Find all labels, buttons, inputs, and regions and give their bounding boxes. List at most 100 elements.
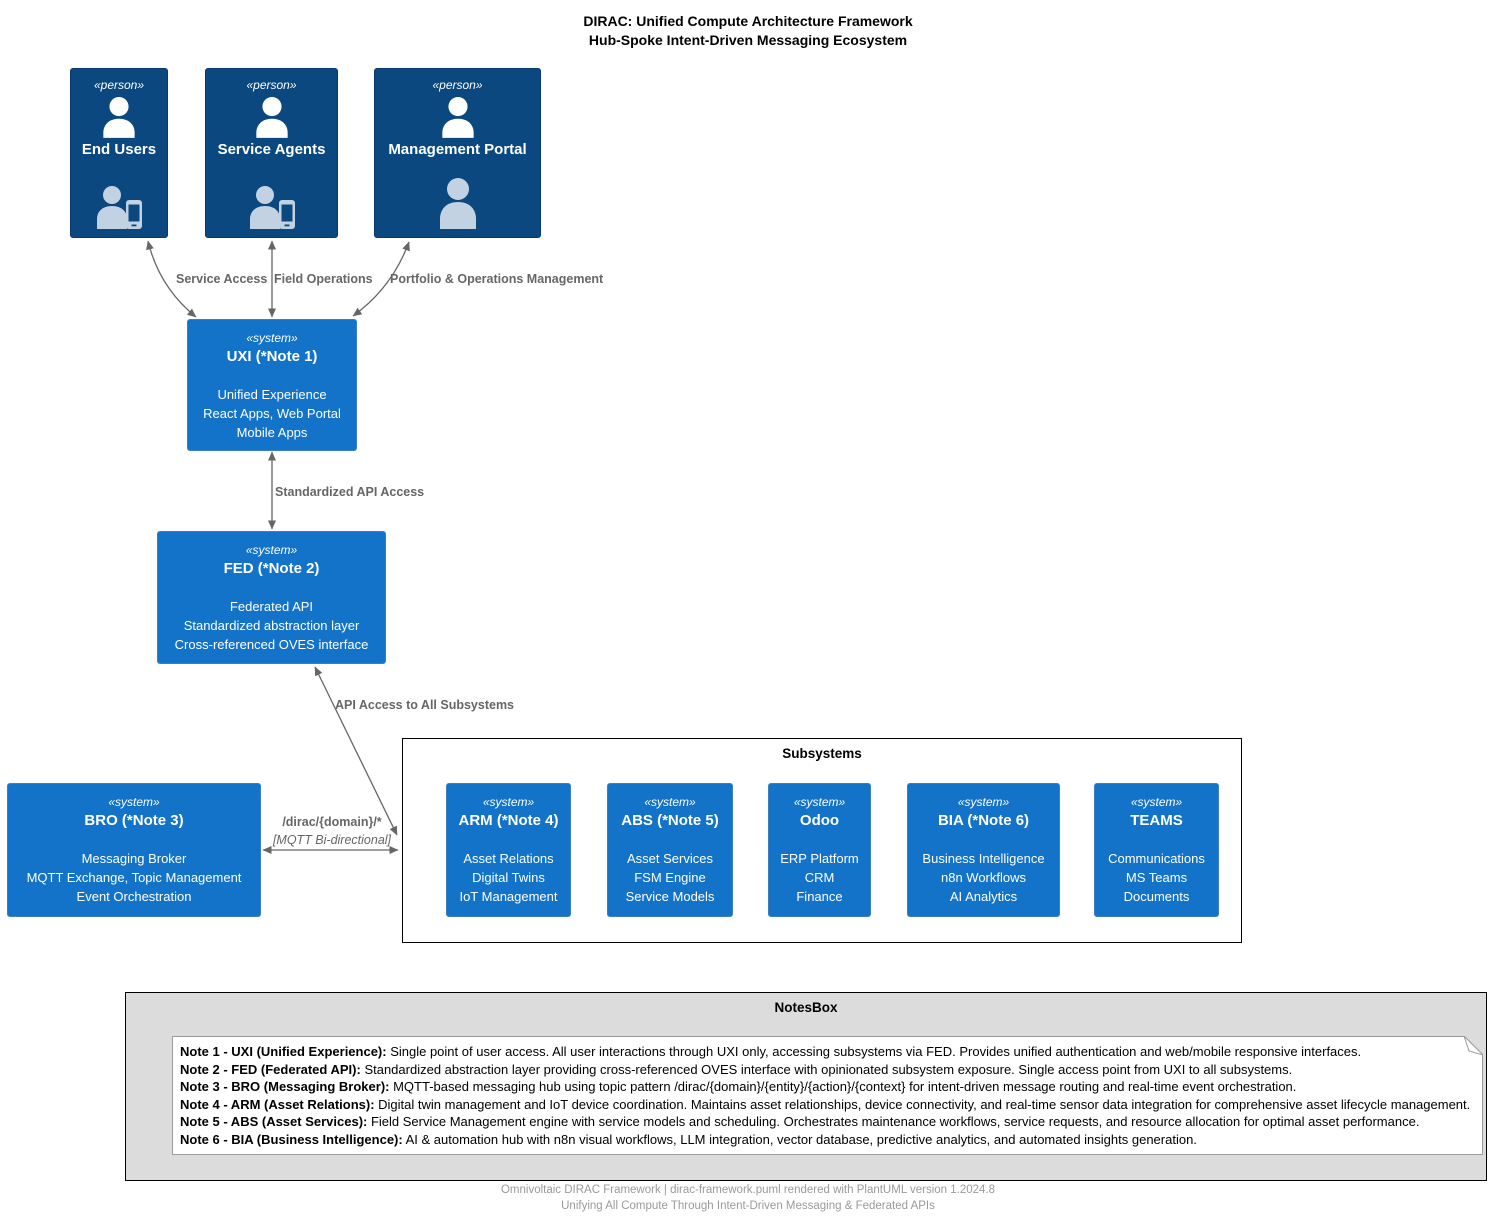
system-bia: «system» BIA (*Note 6) Business Intellig… [907, 783, 1060, 917]
stereotype-label: «system» [482, 795, 535, 809]
desc-line: Mobile Apps [236, 425, 308, 440]
edge-label-api-access-all: API Access to All Subsystems [335, 698, 515, 712]
footer-line2: Unifying All Compute Through Intent-Driv… [561, 1200, 935, 1212]
system-bro: «system» BRO (*Note 3) Messaging Broker … [7, 783, 261, 917]
notesbox-title: NotesBox [774, 1000, 838, 1015]
desc-line: Federated API [229, 599, 314, 614]
person-name: End Users [81, 141, 157, 158]
person-icon [441, 97, 474, 138]
person-icon [103, 97, 135, 138]
edge-label-mqtt-topic: /dirac/{domain}/* [282, 815, 382, 829]
system-uxi: «system» UXI (*Note 1) Unified Experienc… [187, 319, 357, 451]
note-label: Note 1 - UXI (Unified Experience): [180, 1044, 387, 1059]
stereotype-label: «system» [644, 795, 696, 809]
desc-line: Documents [1123, 889, 1190, 904]
desc-line: Digital Twins [472, 870, 545, 885]
desc-line: MQTT Exchange, Topic Management [26, 870, 242, 885]
system-description: Asset Services FSM Engine Service Models [626, 849, 715, 906]
desc-line: Standardized abstraction layer [183, 618, 360, 633]
system-name: ARM (*Note 4) [458, 812, 559, 829]
person-end-users: «person» End Users [70, 68, 168, 238]
edge-label-service-access: Service Access [176, 272, 268, 286]
stereotype-label: «person» [432, 78, 483, 92]
person-with-phone-icon [97, 186, 142, 229]
system-teams: «system» TEAMS Communications MS Teams D… [1094, 783, 1219, 917]
note-label: Note 3 - BRO (Messaging Broker): [180, 1079, 390, 1095]
stereotype-label: «system» [246, 331, 298, 345]
desc-line: n8n Workflows [940, 870, 1026, 885]
note-text: Digital twin management and IoT device c… [374, 1096, 1471, 1112]
person-service-agents: «person» Service Agents [205, 68, 338, 238]
system-description: Business Intelligence n8n Workflows AI A… [922, 849, 1044, 906]
system-name: BIA (*Note 6) [937, 812, 1030, 829]
note-text: AI & automation hub with n8n visual work… [402, 1131, 1197, 1147]
desc-line: Finance [796, 889, 843, 904]
note-line-4: Note 4 - ARM (Asset Relations): Digital … [180, 1096, 1474, 1114]
edge-label-standardized-api: Standardized API Access [275, 485, 425, 499]
edge-label-field-operations: Field Operations [274, 272, 373, 286]
system-name: Odoo [799, 812, 840, 829]
stereotype-label: «system» [1130, 795, 1183, 809]
person-icon [255, 97, 288, 138]
desc-line: AI Analytics [949, 889, 1018, 904]
diagram-title-line1: DIRAC: Unified Compute Architecture Fram… [583, 13, 913, 29]
subsystems-title: Subsystems [782, 746, 862, 761]
note-text: Field Service Management engine with ser… [367, 1114, 1420, 1130]
stereotype-label: «system» [108, 795, 160, 809]
desc-line: Unified Experience [217, 387, 327, 402]
system-abs: «system» ABS (*Note 5) Asset Services FS… [607, 783, 733, 917]
note-line-3: Note 3 - BRO (Messaging Broker): MQTT-ba… [180, 1078, 1474, 1096]
system-name: UXI (*Note 1) [226, 348, 318, 365]
stereotype-label: «person» [93, 78, 145, 92]
desc-line: IoT Management [459, 889, 558, 904]
edge-label-portfolio: Portfolio & Operations Management [390, 272, 604, 286]
diagram-title: DIRAC: Unified Compute Architecture Fram… [0, 12, 1496, 50]
edge-label-mqtt-mode: [MQTT Bi-directional] [272, 833, 392, 847]
system-description: ERP Platform CRM Finance [780, 849, 859, 906]
note-fold-icon [1464, 1036, 1483, 1055]
stereotype-label: «system» [245, 543, 298, 557]
system-fed: «system» FED (*Note 2) Federated API Sta… [157, 531, 386, 664]
system-odoo: «system» Odoo ERP Platform CRM Finance [768, 783, 871, 917]
desc-line: MS Teams [1125, 870, 1188, 885]
system-description: Communications MS Teams Documents [1108, 849, 1205, 906]
system-description: Asset Relations Digital Twins IoT Manage… [459, 849, 557, 906]
desc-line: Communications [1108, 851, 1205, 866]
note-text: Single point of user access. All user in… [386, 1044, 1362, 1059]
system-arm: «system» ARM (*Note 4) Asset Relations D… [446, 783, 571, 917]
system-name: BRO (*Note 3) [84, 812, 184, 829]
system-name: ABS (*Note 5) [621, 812, 719, 829]
note-label: Note 4 - ARM (Asset Relations): [180, 1096, 375, 1112]
desc-line: Messaging Broker [81, 851, 187, 866]
desc-line: Business Intelligence [922, 851, 1045, 866]
note-line-6: Note 6 - BIA (Business Intelligence): AI… [180, 1131, 1474, 1149]
desc-line: ERP Platform [780, 851, 859, 866]
desc-line: Event Orchestration [76, 889, 192, 904]
desc-line: Asset Relations [463, 851, 554, 866]
person-name: Service Agents [217, 141, 326, 158]
note-label: Note 2 - FED (Federated API): [180, 1061, 361, 1077]
desc-line: Service Models [625, 889, 715, 904]
stereotype-label: «person» [246, 78, 297, 92]
person-with-phone-icon [249, 186, 295, 229]
note-line-1: Note 1 - UXI (Unified Experience): Singl… [180, 1043, 1474, 1061]
system-description: Federated API Standardized abstraction l… [175, 597, 369, 654]
diagram-title-line2: Hub-Spoke Intent-Driven Messaging Ecosys… [588, 32, 908, 48]
footer-line1: Omnivoltaic DIRAC Framework | dirac-fram… [500, 1184, 996, 1196]
system-description: Messaging Broker MQTT Exchange, Topic Ma… [27, 849, 242, 906]
stereotype-label: «system» [793, 795, 846, 809]
stereotype-label: «system» [957, 795, 1010, 809]
person-icon [439, 178, 476, 229]
system-name: FED (*Note 2) [223, 560, 320, 577]
desc-line: FSM Engine [634, 870, 706, 885]
notes-note: Note 1 - UXI (Unified Experience): Singl… [172, 1036, 1483, 1155]
person-management-portal: «person» Management Portal [374, 68, 541, 238]
desc-line: React Apps, Web Portal [203, 406, 341, 421]
note-label: Note 6 - BIA (Business Intelligence): [180, 1131, 403, 1147]
note-text: MQTT-based messaging hub using topic pat… [389, 1079, 1297, 1095]
system-name: TEAMS [1130, 812, 1183, 829]
note-line-5: Note 5 - ABS (Asset Services): Field Ser… [180, 1113, 1474, 1131]
note-text: Standardized abstraction layer providing… [360, 1061, 1293, 1077]
